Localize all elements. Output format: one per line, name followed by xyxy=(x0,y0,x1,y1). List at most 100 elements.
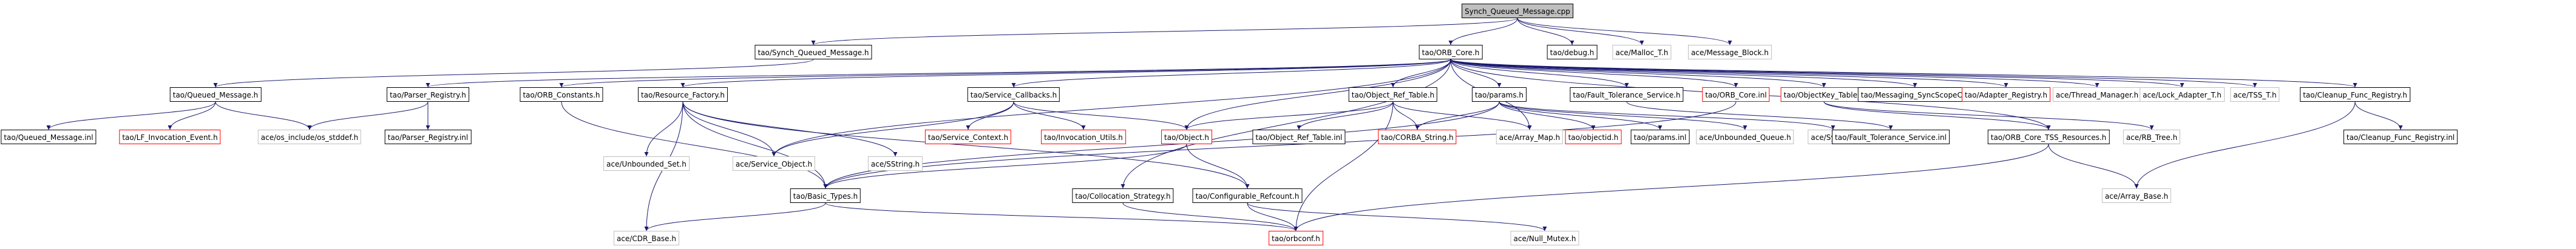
edge-n0-n2 xyxy=(1448,18,1518,45)
edge-n31-n43 xyxy=(823,144,1187,189)
edge-n12-n43 xyxy=(823,101,1500,189)
node-orb-constants-h[interactable]: tao/ORB_Constants.h xyxy=(520,87,603,102)
node-cleanup-func-registry-inl[interactable]: tao/Cleanup_Func_Registry.inl xyxy=(2343,130,2458,144)
node-array-map-h: ace/Array_Map.h xyxy=(1496,130,1564,144)
node-cleanup-func-registry-h[interactable]: tao/Cleanup_Func_Registry.h xyxy=(2300,87,2410,102)
edge-n0-n4 xyxy=(1517,18,1644,45)
node-rb-tree-h: ace/RB_Tree.h xyxy=(2123,130,2181,144)
edge-n2-n17 xyxy=(1450,59,2008,88)
node-fault-tolerance-service-h[interactable]: tao/Fault_Tolerance_Service.h xyxy=(1570,87,1684,102)
edge-n0-n1 xyxy=(811,18,1518,45)
node-unbounded-queue-h: ace/Unbounded_Queue.h xyxy=(1696,130,1794,144)
node-orb-core-inl[interactable]: tao/ORB_Core.inl xyxy=(1702,87,1770,102)
node-os-stddef-h: ace/os_include/os_stddef.h xyxy=(257,130,362,144)
node-parser-registry-inl[interactable]: tao/Parser_Registry.inl xyxy=(384,130,472,144)
node-collocation-strategy-h[interactable]: tao/Collocation_Strategy.h xyxy=(1072,188,1174,203)
node-basic-types-h[interactable]: tao/Basic_Types.h xyxy=(790,188,861,203)
node-objectkey-table-h[interactable]: tao/ObjectKey_Table.h xyxy=(1780,87,1868,102)
edge-n11-n31 xyxy=(1184,101,1394,130)
edge-n2-n44 xyxy=(1120,59,1451,189)
edge-n7-n24 xyxy=(307,101,429,130)
edge-n2-n15 xyxy=(1450,59,1826,88)
edge-n11-n34 xyxy=(1392,101,1532,130)
node-params-h[interactable]: tao/params.h xyxy=(1471,87,1527,102)
edge-n1-n6 xyxy=(213,59,814,88)
node-array-base-h: ace/Array_Base.h xyxy=(2101,188,2172,203)
edge-n2-n12 xyxy=(1450,59,1502,88)
edge-n2-n7 xyxy=(426,59,1451,88)
node-null-mutex-h: ace/Null_Mutex.h xyxy=(1510,231,1579,245)
node-service-context-h[interactable]: tao/Service_Context.h xyxy=(924,130,1012,144)
edge-n9-n43 xyxy=(682,101,828,189)
node-lock-adapter-t-h: ace/Lock_Adapter_T.h xyxy=(2140,87,2225,102)
edge-n44-n48 xyxy=(1122,202,1298,231)
edge-n11-n48 xyxy=(1293,101,1394,231)
edge-n45-n49 xyxy=(1247,202,1547,231)
edge-n40-n48 xyxy=(1293,144,2049,231)
node-tss-t-h: ace/TSS_T.h xyxy=(2230,87,2280,102)
node-synch-queued-message-h[interactable]: tao/Synch_Queued_Message.h xyxy=(754,45,872,59)
node-orb-core-h[interactable]: tao/ORB_Core.h xyxy=(1418,45,1483,59)
node-objectid-h[interactable]: tao/objectid.h xyxy=(1565,130,1622,144)
node-object-ref-table-h[interactable]: tao/Object_Ref_Table.h xyxy=(1348,87,1438,102)
node-object-ref-table-inl[interactable]: tao/Object_Ref_Table.inl xyxy=(1252,130,1346,144)
node-messaging-syncscopec-h[interactable]: tao/Messaging_SyncScopeC.h xyxy=(1857,87,1973,102)
edge-n6-n22 xyxy=(46,101,216,130)
node-adapter-registry-h[interactable]: tao/Adapter_Registry.h xyxy=(1962,87,2050,102)
node-queued-message-h[interactable]: tao/Queued_Message.h xyxy=(169,87,262,102)
edge-n6-n23 xyxy=(168,101,216,130)
node-cdr-base-h: ace/CDR_Base.h xyxy=(614,231,679,245)
edge-n2-n8 xyxy=(559,59,1451,88)
edge-n43-n47 xyxy=(644,202,826,231)
node-invocation-utils-h[interactable]: tao/Invocation_Utils.h xyxy=(1041,130,1126,144)
edge-n2-n18 xyxy=(1450,59,2100,88)
edge-n9-n28 xyxy=(682,101,898,157)
node-fault-tolerance-service-inl[interactable]: tao/Fault_Tolerance_Service.inl xyxy=(1832,130,1950,144)
edge-n6-n24 xyxy=(215,101,312,130)
node-service-callbacks-h[interactable]: tao/Service_Callbacks.h xyxy=(967,87,1060,102)
edge-n0-n3 xyxy=(1517,18,1574,45)
edge-n2-n10 xyxy=(1011,59,1451,88)
edge-n2-n13 xyxy=(1450,59,1629,88)
edge-n0-n5 xyxy=(1517,18,1732,45)
edge-n10-n27 xyxy=(771,101,1014,157)
node-parser-registry-h[interactable]: tao/Parser_Registry.h xyxy=(387,87,469,102)
edge-n9-n45 xyxy=(682,101,1250,189)
edge-n2-n9 xyxy=(680,59,1451,88)
node-message-block-h: ace/Message_Block.h xyxy=(1688,45,1772,59)
edge-n2-n20 xyxy=(1450,59,2257,88)
edge-n10-n30 xyxy=(1013,101,1086,130)
edge-n9-n26 xyxy=(644,101,683,157)
edge-n31-n45 xyxy=(1186,144,1250,189)
node-synch-queued-message-cpp: Synch_Queued_Message.cpp xyxy=(1462,4,1573,18)
edge-n12-n35 xyxy=(1499,101,1596,130)
node-orb-core-tss-resources-h[interactable]: tao/ORB_Core_TSS_Resources.h xyxy=(1987,130,2110,144)
edge-n21-n42 xyxy=(2354,101,2403,130)
node-corba-string-h[interactable]: tao/CORBA_String.h xyxy=(1378,130,1457,144)
edge-n45-n48 xyxy=(1247,202,1298,231)
node-lf-invocation-event-h[interactable]: tao/LF_Invocation_Event.h xyxy=(119,130,221,144)
node-object-h[interactable]: tao/Object.h xyxy=(1161,130,1212,144)
node-sstring-h: ace/SString.h xyxy=(867,156,923,171)
node-configurable-refcount-h[interactable]: tao/Configurable_Refcount.h xyxy=(1192,188,1303,203)
edge-n12-n36 xyxy=(1499,101,1663,130)
edge-n2-n14 xyxy=(1450,59,1738,88)
node-params-inl[interactable]: tao/params.inl xyxy=(1630,130,1690,144)
edge-n13-n39 xyxy=(1626,101,1893,130)
node-queued-message-inl[interactable]: tao/Queued_Message.inl xyxy=(1,130,97,144)
node-malloc-t-h: ace/Malloc_T.h xyxy=(1612,45,1672,59)
edge-n2-n16 xyxy=(1450,59,1917,88)
edge-n43-n48 xyxy=(825,202,1298,231)
node-orbconf-h[interactable]: tao/orbconf.h xyxy=(1269,231,1323,245)
edge-n10-n31 xyxy=(1013,101,1189,130)
edge-n14-n43 xyxy=(823,101,1737,189)
edge-n21-n46 xyxy=(2134,101,2356,189)
node-unbounded-set-h: ace/Unbounded_Set.h xyxy=(603,156,690,171)
edge-n40-n46 xyxy=(2048,144,2139,189)
node-debug-h[interactable]: tao/debug.h xyxy=(1547,45,1598,59)
edge-n2-n27 xyxy=(771,59,1451,157)
edge-n2-n21 xyxy=(1450,59,2357,88)
node-resource-factory-h[interactable]: tao/Resource_Factory.h xyxy=(637,87,728,102)
